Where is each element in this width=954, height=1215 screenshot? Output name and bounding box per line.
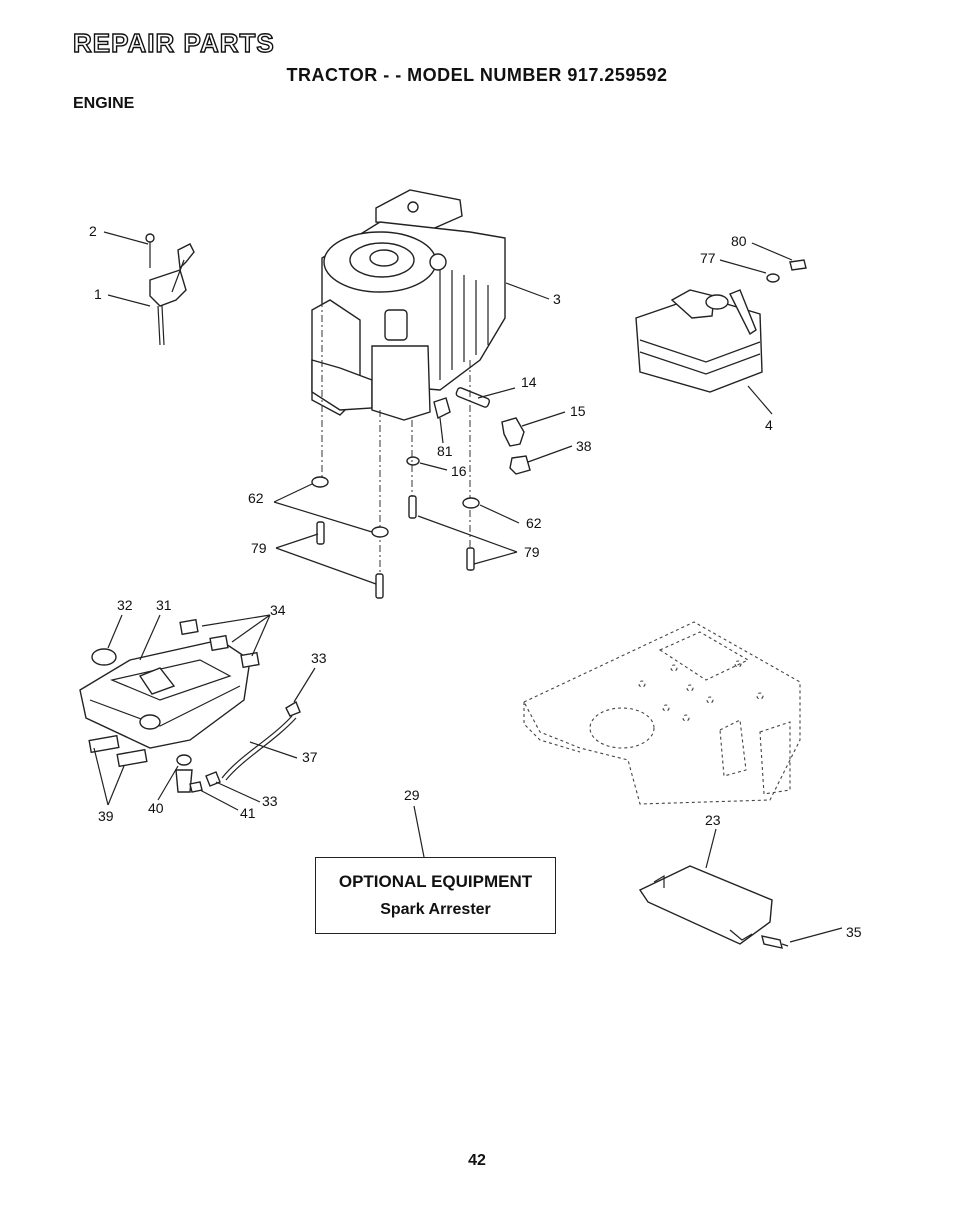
callout-15: 15 <box>570 403 586 419</box>
callout-16: 16 <box>451 463 467 479</box>
callout-35: 35 <box>846 924 862 940</box>
callout-29: 29 <box>404 787 420 803</box>
callout-31: 31 <box>156 597 172 613</box>
callout-37: 37 <box>302 749 318 765</box>
callout-62-left: 62 <box>248 490 264 506</box>
spark-arrester-label: Spark Arrester <box>380 901 491 918</box>
callout-41: 41 <box>240 805 256 821</box>
muffler <box>635 259 807 393</box>
callout-38: 38 <box>576 438 592 454</box>
optional-equipment-title: OPTIONAL EQUIPMENT <box>338 872 533 891</box>
air-intake-shroud <box>79 618 301 793</box>
model-subtitle: TRACTOR - - MODEL NUMBER 917.259592 <box>286 65 668 85</box>
page-title: REPAIR PARTS <box>72 27 275 58</box>
leader-lines <box>93 231 843 943</box>
callout-34: 34 <box>270 602 286 618</box>
callout-32: 32 <box>117 597 133 613</box>
callout-80: 80 <box>731 233 747 249</box>
callout-33-bottom: 33 <box>262 793 278 809</box>
callout-23: 23 <box>705 812 721 828</box>
fuel-fittings <box>406 387 531 475</box>
callout-77: 77 <box>700 250 716 266</box>
page-number: 42 <box>468 1152 486 1169</box>
callout-40: 40 <box>148 800 164 816</box>
throttle-control <box>145 233 195 346</box>
callout-79-left: 79 <box>251 540 267 556</box>
heat-shield <box>638 865 789 949</box>
callout-33-top: 33 <box>311 650 327 666</box>
callout-79-right: 79 <box>524 544 540 560</box>
callout-39: 39 <box>98 808 114 824</box>
callout-81: 81 <box>437 443 453 459</box>
callout-3: 3 <box>553 291 561 307</box>
section-heading: ENGINE <box>73 95 135 112</box>
engine <box>311 189 506 421</box>
callout-62-right: 62 <box>526 515 542 531</box>
callout-14: 14 <box>521 374 537 390</box>
callout-4: 4 <box>765 417 773 433</box>
chassis-frame <box>523 621 801 805</box>
callout-2: 2 <box>89 223 97 239</box>
callout-labels: 2 1 3 80 77 4 14 15 81 38 16 62 62 79 79… <box>89 223 862 940</box>
optional-equipment-box: OPTIONAL EQUIPMENT Spark Arrester <box>315 857 556 934</box>
mounting-hardware <box>311 300 480 599</box>
callout-1: 1 <box>94 286 102 302</box>
